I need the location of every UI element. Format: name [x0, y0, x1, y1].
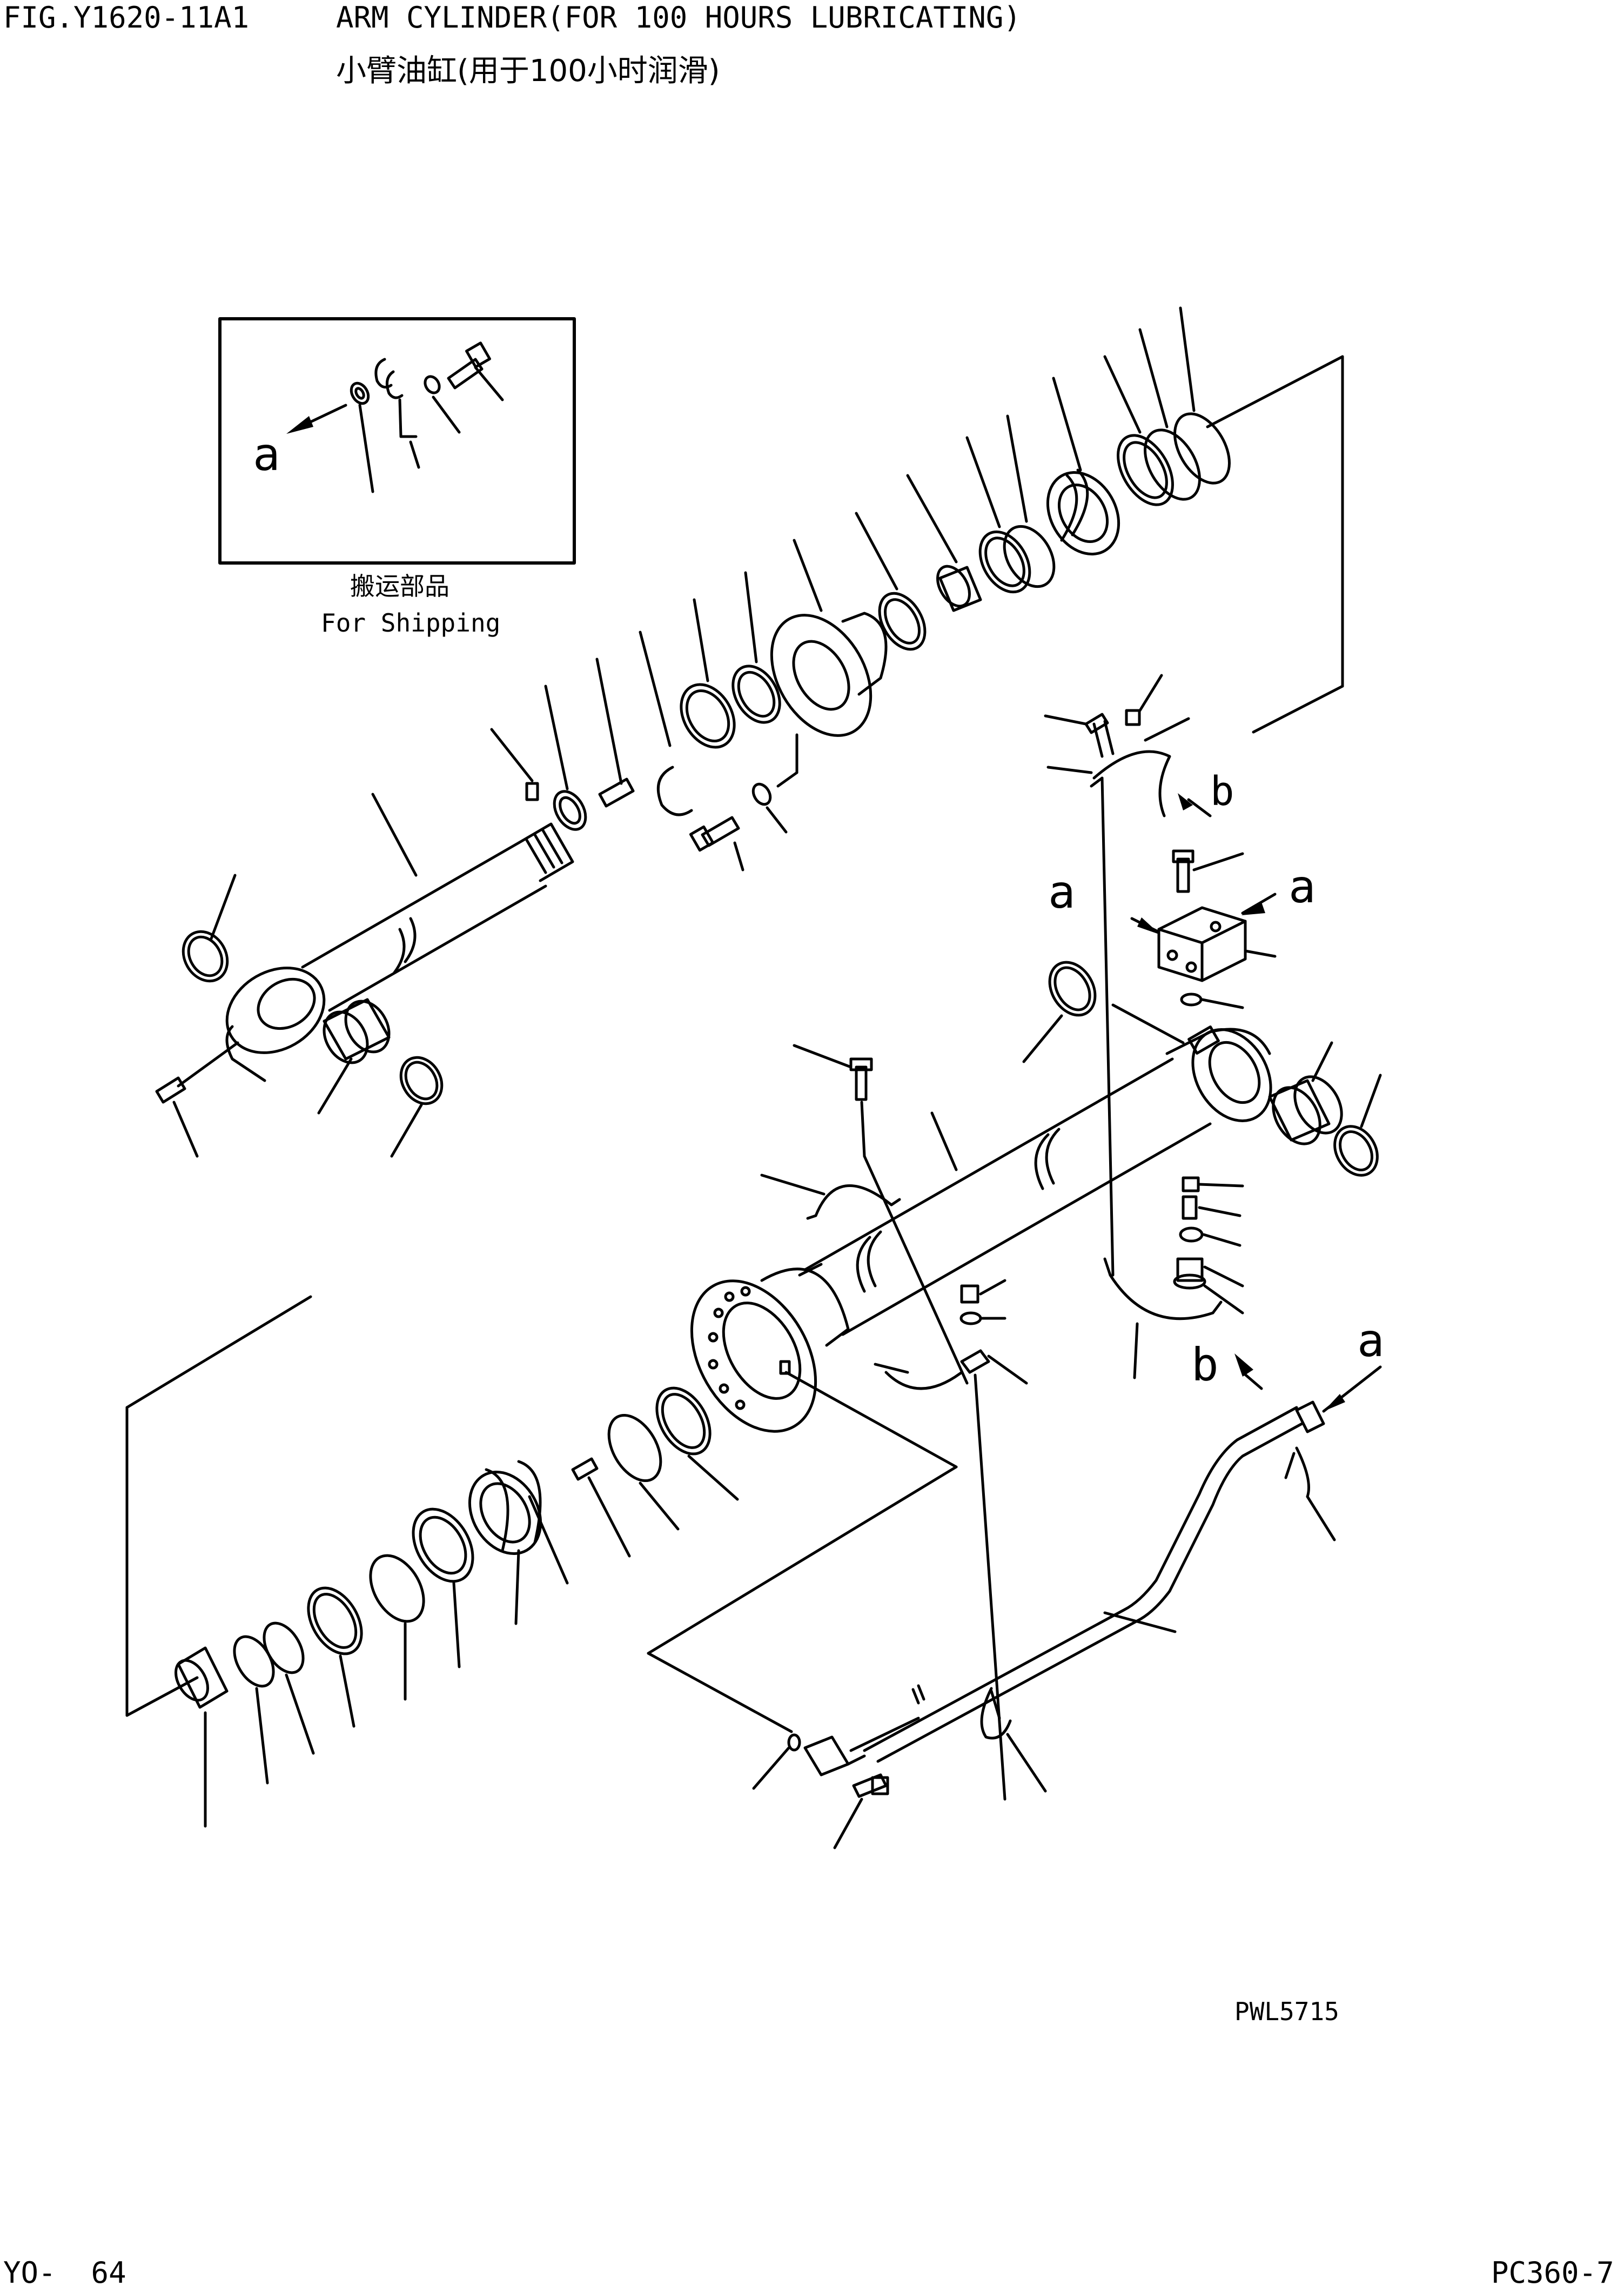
figure-title-cn: 小臂油缸(用于100小时润滑) — [336, 53, 720, 89]
callout-a-block-left: a — [1048, 866, 1076, 918]
clamp-lube-block: b a a — [1044, 674, 1316, 1277]
tube-clamps: b — [760, 1044, 1263, 1801]
callout-a-block-right: a — [1289, 860, 1316, 913]
piston-rod-assembly — [155, 306, 1344, 1158]
cylinder-tube — [690, 961, 1382, 1433]
inset-label-en: For Shipping — [321, 608, 501, 638]
page-number: YO- 64 — [3, 2256, 126, 2290]
inset-arrow-letter: a — [253, 428, 280, 481]
drawing-code: PWL5715 — [1234, 1997, 1339, 2026]
figure-number: FIG.Y1620-11A1 — [3, 1, 250, 35]
machine-model: PC360-7 — [1491, 2256, 1614, 2290]
lube-pipe: a — [752, 1314, 1385, 1849]
figure-title-en: ARM CYLINDER(FOR 100 HOURS LUBRICATING) — [336, 1, 1021, 35]
callout-a-tube: a — [1357, 1314, 1385, 1367]
callout-b-top: b — [1210, 768, 1234, 815]
lower-seal-kit — [125, 1295, 958, 1828]
inset-label-cn: 搬运部品 — [350, 572, 449, 601]
callout-b-lower: b — [1191, 1338, 1219, 1391]
inset-box: a — [218, 317, 576, 565]
